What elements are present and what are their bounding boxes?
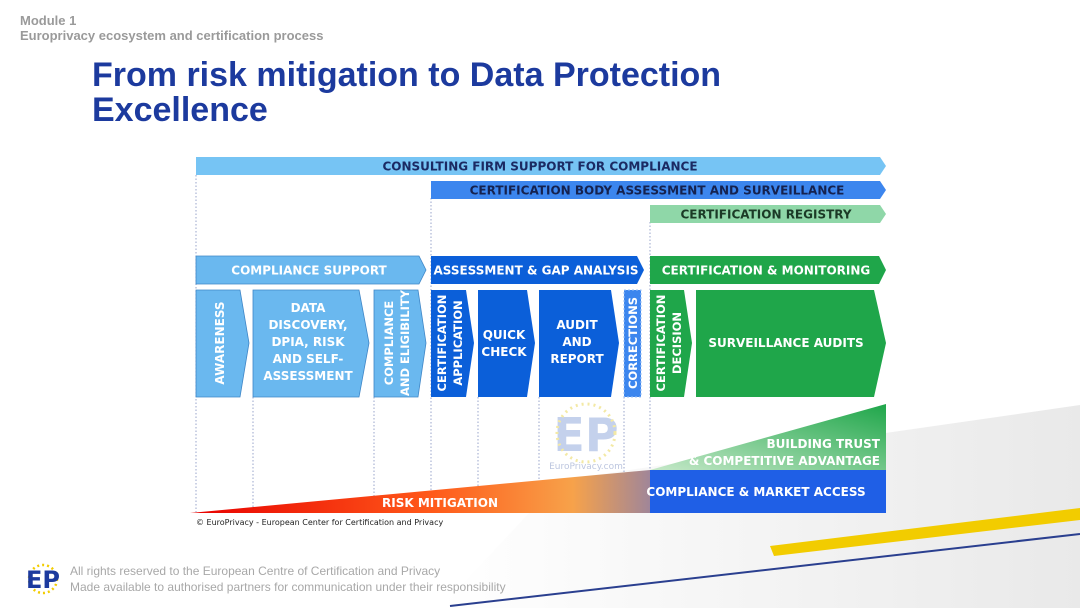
step-certification-decision-line: CERTIFICATION — [654, 295, 668, 392]
copyright-note: © EuroPrivacy - European Center for Cert… — [196, 518, 443, 527]
step-corrections — [623, 289, 642, 398]
step-compliance-eligibility — [373, 289, 427, 398]
step-surveillance-audits-label: SURVEILLANCE AUDITS — [708, 336, 863, 350]
step-quick-check-line: QUICK — [483, 328, 526, 342]
step-data-discovery-line: ASSESSMENT — [263, 369, 353, 383]
page-title: From risk mitigation to Data Protection … — [92, 58, 852, 128]
footer-usage: Made available to authorised partners fo… — [70, 580, 506, 594]
step-certification-application — [431, 290, 474, 397]
phase-certification-monitoring-label: CERTIFICATION & MONITORING — [662, 264, 871, 278]
page-title-line-1: From risk mitigation to Data Protection — [92, 56, 722, 94]
step-audit-report-label: AUDIT AND REPORT — [550, 318, 604, 366]
navy-line — [449, 533, 1080, 607]
step-audit-report — [539, 290, 619, 397]
yellow-stripe — [770, 508, 1080, 556]
phase-assessment — [431, 256, 644, 284]
step-data-discovery-line: DISCOVERY, — [268, 318, 347, 332]
step-quick-check — [478, 290, 535, 397]
building-trust-line: & COMPETITIVE ADVANTAGE — [689, 454, 880, 468]
watermark-url: EuroPrivacy.com — [549, 462, 623, 472]
step-certification-application-label: CERTIFICATION APPLICATION — [435, 295, 465, 392]
step-data-discovery-line: DPIA, RISK — [271, 335, 345, 349]
step-data-discovery — [252, 289, 370, 398]
compliance-market-access-block — [650, 470, 886, 513]
step-surveillance-audits — [696, 290, 886, 397]
step-compliance-eligibility-line: AND ELIGIBILITY — [398, 289, 412, 396]
footer-rights: All rights reserved to the European Cent… — [70, 564, 441, 578]
step-quick-check-line: CHECK — [481, 345, 527, 359]
compliance-market-access-label: COMPLIANCE & MARKET ACCESS — [646, 485, 865, 499]
step-compliance-eligibility-label: COMPLIANCE AND ELIGIBILITY — [382, 289, 412, 396]
step-audit-report-line: REPORT — [550, 352, 604, 366]
step-compliance-eligibility-line: COMPLIANCE — [382, 301, 396, 386]
step-data-discovery-label: DATA DISCOVERY, DPIA, RISK AND SELF- ASS… — [263, 301, 353, 383]
step-data-discovery-line: AND SELF- — [273, 352, 344, 366]
band-registry — [650, 205, 886, 223]
step-quick-check-label: QUICK CHECK — [481, 328, 527, 359]
building-trust-area — [650, 404, 886, 470]
building-trust-label: BUILDING TRUST & COMPETITIVE ADVANTAGE — [689, 437, 881, 468]
step-data-discovery-line: DATA — [291, 301, 327, 315]
step-certification-application-line: CERTIFICATION — [435, 295, 449, 392]
band-registry-label: CERTIFICATION REGISTRY — [680, 208, 851, 222]
footer-logo-text: EP — [26, 566, 60, 594]
module-label: Module 1 — [20, 13, 77, 28]
phase-compliance-support-label: COMPLIANCE SUPPORT — [231, 264, 387, 278]
step-certification-application-line: APPLICATION — [451, 300, 465, 385]
step-awareness — [195, 289, 250, 398]
watermark-logo: EP — [553, 408, 618, 462]
step-audit-report-line: AND — [562, 335, 591, 349]
band-consulting-label: CONSULTING FIRM SUPPORT FOR COMPLIANCE — [382, 160, 697, 174]
step-certification-decision — [650, 290, 692, 397]
risk-mitigation-label: RISK MITIGATION — [382, 496, 498, 510]
phase-assessment-label: ASSESSMENT & GAP ANALYSIS — [433, 264, 638, 278]
step-certification-decision-label: CERTIFICATION DECISION — [654, 295, 684, 392]
module-subtitle: Europrivacy ecosystem and certification … — [20, 28, 324, 43]
europrivacy-watermark: EP EuroPrivacy.com — [549, 402, 623, 472]
footer-logo-ring — [27, 563, 59, 595]
band-consulting — [196, 157, 886, 175]
step-audit-report-line: AUDIT — [556, 318, 598, 332]
step-corrections-label: CORRECTIONS — [626, 297, 640, 389]
step-certification-decision-line: DECISION — [670, 312, 684, 374]
building-trust-line: BUILDING TRUST — [767, 437, 881, 451]
page-title-line-2: Excellence — [92, 91, 268, 129]
band-certification-body — [431, 181, 886, 199]
phase-certification-monitoring — [650, 256, 886, 284]
phase-compliance-support — [195, 255, 427, 285]
watermark-star-ring — [555, 402, 617, 464]
footer-logo: EP — [26, 563, 60, 595]
step-awareness-label: AWARENESS — [213, 301, 227, 384]
band-certification-body-label: CERTIFICATION BODY ASSESSMENT AND SURVEI… — [470, 184, 845, 198]
